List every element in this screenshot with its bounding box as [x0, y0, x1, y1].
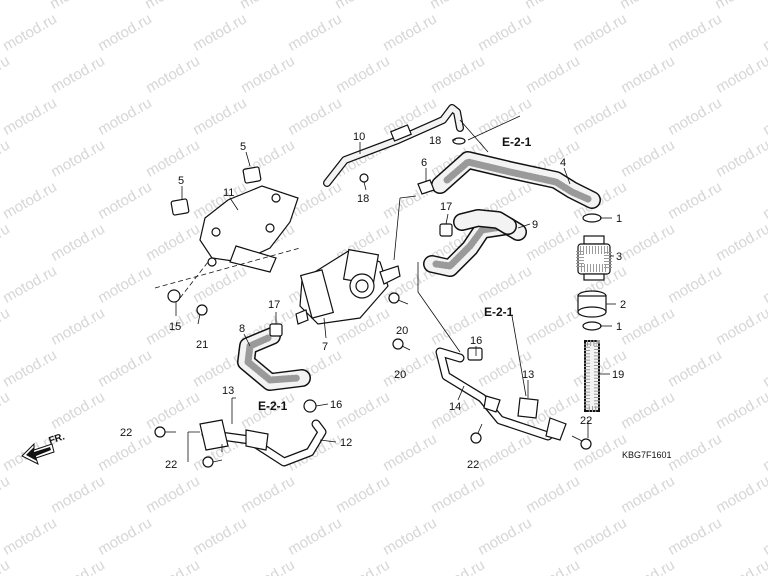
part-8-hose	[237, 327, 311, 391]
part-3-filter	[576, 235, 612, 281]
callout-20: 20	[396, 325, 408, 337]
callout-20: 20	[394, 369, 406, 381]
callout-labels: 1 1 2 3 4 5 5 6 7 8 9 10 11 12 13 13 14 …	[120, 131, 626, 471]
callout-16: 16	[330, 399, 342, 411]
diagram-code: KBG7F1601	[622, 450, 672, 460]
part-19-hose	[584, 340, 600, 412]
ref-e-2-1: E-2-1	[484, 305, 514, 319]
front-arrow: FR.	[21, 431, 67, 465]
callout-18: 18	[429, 135, 441, 147]
callout-13: 13	[222, 385, 234, 397]
part-1-clips	[582, 213, 602, 331]
callout-17: 17	[268, 299, 280, 311]
reference-labels: E-2-1 E-2-1 E-2-1	[258, 135, 532, 413]
part-4-hose	[431, 151, 601, 209]
callout-5: 5	[240, 141, 246, 153]
front-label: FR.	[48, 431, 67, 447]
callout-13: 13	[522, 369, 534, 381]
callout-6: 6	[421, 157, 427, 169]
callout-8: 8	[239, 323, 245, 335]
callout-22: 22	[467, 459, 479, 471]
part-12-pipe	[199, 419, 327, 467]
callout-10: 10	[353, 131, 365, 143]
callout-2: 2	[620, 299, 626, 311]
callout-leaders	[175, 139, 616, 443]
callout-22: 22	[120, 427, 132, 439]
ref-e-2-1: E-2-1	[258, 399, 288, 413]
callout-1: 1	[616, 213, 622, 225]
callout-12: 12	[340, 437, 352, 449]
callout-22: 22	[165, 459, 177, 471]
callout-7: 7	[322, 341, 328, 353]
callout-9: 9	[532, 219, 538, 231]
ref-e-2-1: E-2-1	[502, 135, 532, 149]
part-2-sleeve	[577, 290, 607, 318]
part-9-hose	[423, 209, 527, 277]
callout-15: 15	[169, 321, 181, 333]
callout-18: 18	[357, 193, 369, 205]
callout-11: 11	[223, 187, 234, 199]
part-11-bracket	[199, 185, 299, 273]
hardware	[154, 137, 592, 468]
callout-21: 21	[196, 339, 208, 351]
part-14-pipe	[435, 347, 567, 441]
callout-22: 22	[580, 415, 592, 427]
callout-5: 5	[178, 175, 184, 187]
part-10-hose	[323, 104, 464, 187]
callout-16: 16	[470, 335, 482, 347]
guide-lines	[154, 115, 527, 462]
callout-4: 4	[560, 157, 566, 169]
callout-1: 1	[616, 321, 622, 333]
callout-19: 19	[612, 369, 624, 381]
callout-17: 17	[440, 201, 452, 213]
part-7-valve	[295, 248, 401, 325]
callout-14: 14	[449, 401, 461, 413]
callout-3: 3	[616, 251, 622, 263]
